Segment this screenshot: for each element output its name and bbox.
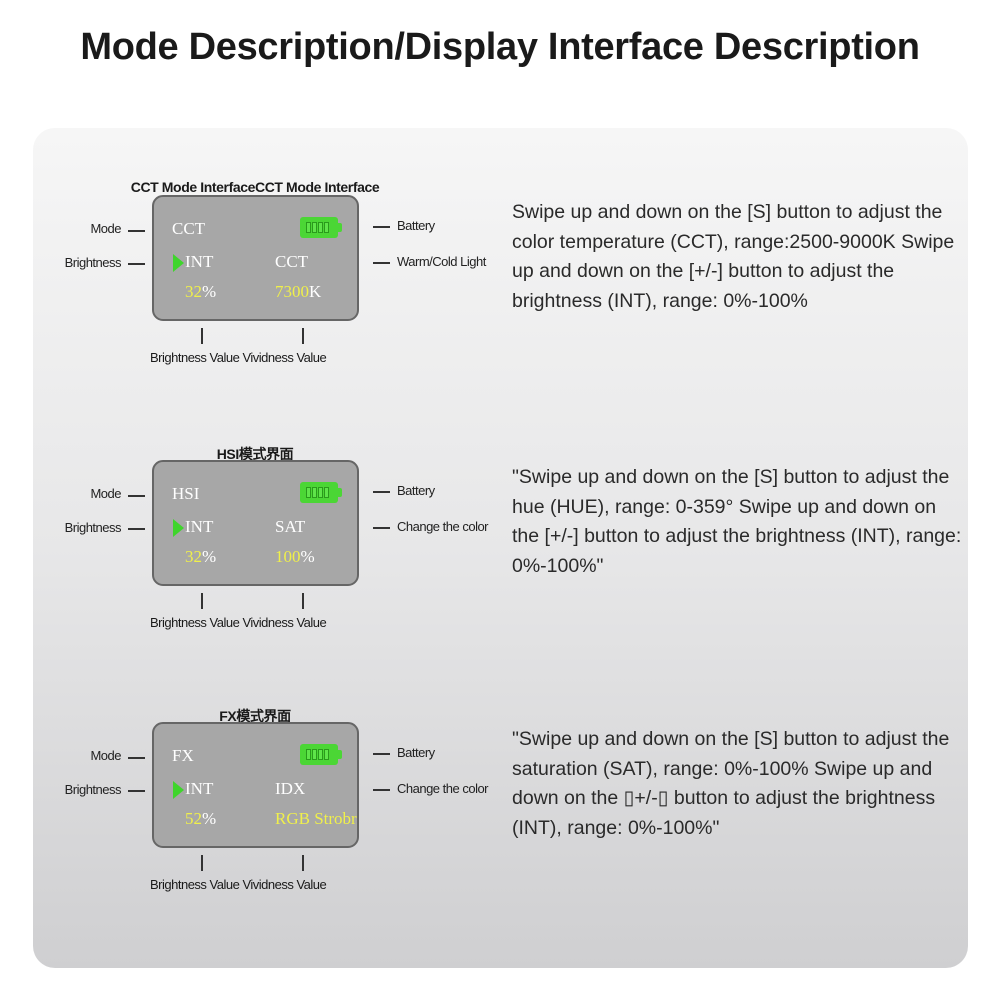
leader-line: [302, 328, 304, 344]
section-title: HSI模式界面: [216, 446, 294, 462]
leader-line: [201, 855, 203, 871]
bottom-labels: Brightness Value Vividness Value: [150, 615, 327, 630]
label-brightness: Brightness: [64, 520, 122, 535]
section-title: CCT Mode InterfaceCCT Mode Interface: [130, 179, 380, 195]
param-label: CCT: [275, 252, 309, 271]
int-label: INT: [185, 517, 214, 536]
leader-line: [201, 593, 203, 609]
mode-section: CCT Mode InterfaceCCT Mode Interface CCT…: [0, 179, 1000, 435]
battery-icon: [300, 744, 342, 765]
section-title: FX模式界面: [219, 708, 291, 724]
brightness-value: 52%: [185, 809, 217, 828]
battery-icon: [300, 217, 342, 238]
leader-line: [373, 226, 390, 228]
label-battery: Battery: [397, 218, 435, 233]
label-battery: Battery: [397, 745, 435, 760]
mode-description: "Swipe up and down on the [S] button to …: [512, 466, 962, 578]
mode-description: "Swipe up and down on the [S] button to …: [512, 728, 950, 840]
leader-line: [201, 328, 203, 344]
label-right-2: Change the color: [397, 519, 489, 534]
leader-line: [373, 491, 390, 493]
leader-line: [373, 527, 390, 529]
bottom-labels: Brightness Value Vividness Value: [150, 350, 327, 365]
brightness-value: 32%: [185, 547, 217, 566]
leader-line: [128, 790, 145, 792]
label-mode: Mode: [90, 221, 121, 236]
leader-line: [373, 789, 390, 791]
label-right-2: Change the color: [397, 781, 489, 796]
leader-line: [373, 753, 390, 755]
leader-line: [128, 528, 145, 530]
int-label: INT: [185, 779, 214, 798]
selection-arrow-icon: [173, 519, 184, 537]
mode-text: CCT: [172, 219, 206, 238]
int-label: INT: [185, 252, 214, 271]
bottom-labels: Brightness Value Vividness Value: [150, 877, 327, 892]
mode-description: Swipe up and down on the [S] button to a…: [512, 201, 955, 313]
param-label: IDX: [275, 779, 306, 798]
mode-text: HSI: [172, 484, 200, 503]
label-right-2: Warm/Cold Light: [397, 254, 486, 269]
label-brightness: Brightness: [64, 782, 122, 797]
page-title: Mode Description/Display Interface Descr…: [80, 26, 920, 68]
label-mode: Mode: [90, 748, 121, 763]
lcd-display: FX INT IDX 52% RGB Strobr: [152, 722, 359, 848]
label-brightness: Brightness: [64, 255, 122, 270]
battery-icon: [300, 482, 342, 503]
label-mode: Mode: [90, 486, 121, 501]
leader-line: [128, 495, 145, 497]
mode-text: FX: [172, 746, 194, 765]
mode-section: FX模式界面 FX INT IDX 52% RGB Strobr Mode Br…: [0, 708, 1000, 962]
lcd-display: HSI INT SAT 32% 100%: [152, 460, 359, 586]
leader-line: [302, 593, 304, 609]
leader-line: [373, 262, 390, 264]
selection-arrow-icon: [173, 254, 184, 272]
leader-line: [128, 263, 145, 265]
brightness-value: 32%: [185, 282, 217, 301]
leader-line: [128, 230, 145, 232]
selection-arrow-icon: [173, 781, 184, 799]
leader-line: [302, 855, 304, 871]
leader-line: [128, 757, 145, 759]
param-label: SAT: [275, 517, 306, 536]
param-value: 7300K: [275, 282, 322, 301]
param-value: RGB Strobr: [275, 809, 357, 828]
param-value: 100%: [275, 547, 315, 566]
label-battery: Battery: [397, 483, 435, 498]
mode-section: HSI模式界面 HSI INT SAT 32% 100% Mode Bright…: [0, 446, 1000, 700]
lcd-display: CCT INT CCT 32% 7300K: [152, 195, 359, 321]
